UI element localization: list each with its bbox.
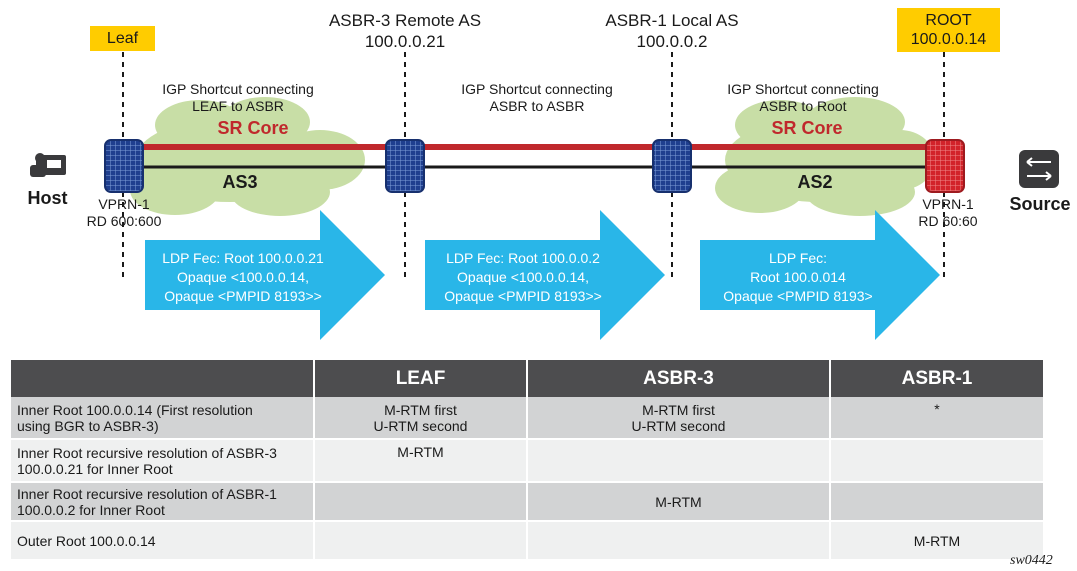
igp-label-1-line1: IGP Shortcut connecting bbox=[162, 81, 314, 97]
table-row: Outer Root 100.0.0.14 M-RTM bbox=[11, 521, 1043, 561]
fec-text-2-line1: LDP Fec: Root 100.0.0.2 bbox=[446, 250, 600, 266]
fec-text-3: LDP Fec: Root 100.0.014 Opaque <PMPID 81… bbox=[703, 249, 893, 306]
diagram-canvas bbox=[30, 52, 1059, 340]
host-icon bbox=[30, 153, 66, 177]
cloud-as3 bbox=[130, 97, 365, 216]
cell-asbr3: M-RTM first U-RTM second bbox=[527, 397, 831, 440]
table-header-row: LEAF ASBR-3 ASBR-1 bbox=[11, 360, 1043, 397]
source-label: Source bbox=[1009, 194, 1071, 214]
cell-asbr1: M-RTM bbox=[830, 521, 1043, 561]
asbr1-label-line1: ASBR-1 Local AS bbox=[605, 11, 739, 30]
cell-leaf-line2: U-RTM second bbox=[373, 417, 468, 434]
figure-id: sw0442 bbox=[1010, 553, 1053, 568]
row-label: Inner Root recursive resolution of ASBR-… bbox=[11, 439, 315, 483]
igp-label-2: IGP Shortcut connecting ASBR to ASBR bbox=[452, 81, 622, 115]
sr-core-label-left: SR Core bbox=[217, 118, 289, 138]
row-label-line2: 100.0.0.2 for Inner Root bbox=[17, 501, 165, 518]
cell-asbr3-line2: U-RTM second bbox=[631, 417, 726, 434]
asbr3-label: ASBR-3 Remote AS 100.0.0.21 bbox=[300, 10, 510, 52]
router-leaf bbox=[104, 139, 144, 193]
vprn-right-line1: VPRN-1 bbox=[922, 196, 974, 212]
row-label: Inner Root recursive resolution of ASBR-… bbox=[11, 482, 315, 522]
asbr3-label-line2: 100.0.0.21 bbox=[364, 32, 446, 51]
root-tag: ROOT 100.0.0.14 bbox=[897, 8, 1000, 52]
asbr3-label-line1: ASBR-3 Remote AS bbox=[328, 11, 482, 30]
fec-text-2-line2: Opaque <100.0.0.14, bbox=[457, 269, 589, 285]
fec-text-1-line1: LDP Fec: Root 100.0.0.21 bbox=[162, 250, 324, 266]
table-row: Inner Root recursive resolution of ASBR-… bbox=[11, 482, 1043, 522]
root-tag-line1: ROOT bbox=[925, 12, 972, 29]
igp-label-2-line1: IGP Shortcut connecting bbox=[461, 81, 613, 97]
cell-asbr3-line1: M-RTM first bbox=[642, 401, 715, 418]
fec-text-1-line2: Opaque <100.0.0.14, bbox=[177, 269, 309, 285]
igp-label-3-line1: IGP Shortcut connecting bbox=[727, 81, 879, 97]
vprn-left-line1: VPRN-1 bbox=[98, 196, 150, 212]
cell-asbr3 bbox=[527, 439, 831, 483]
cell-leaf bbox=[314, 482, 528, 522]
cell-asbr3 bbox=[527, 521, 831, 561]
cell-leaf-line1: M-RTM first bbox=[384, 401, 457, 418]
igp-label-1: IGP Shortcut connecting LEAF to ASBR bbox=[153, 81, 323, 115]
fec-text-2-line3: Opaque <PMPID 8193>> bbox=[444, 288, 602, 304]
router-root bbox=[925, 139, 965, 193]
router-asbr1 bbox=[652, 139, 692, 193]
fec-text-3-line1: LDP Fec: bbox=[768, 250, 828, 266]
resolution-table: LEAF ASBR-3 ASBR-1 Inner Root 100.0.0.14… bbox=[11, 360, 1043, 561]
cell-asbr3: M-RTM bbox=[527, 482, 831, 522]
fec-arrow-2 bbox=[425, 210, 665, 340]
table-header-asbr3: ASBR-3 bbox=[527, 360, 831, 397]
row-label-line2: 100.0.0.21 for Inner Root bbox=[17, 460, 173, 477]
igp-label-3: IGP Shortcut connecting ASBR to Root bbox=[718, 81, 888, 115]
vprn-left-label: VPRN-1 RD 600:600 bbox=[74, 196, 174, 230]
vprn-right-label: VPRN-1 RD 60:60 bbox=[903, 196, 993, 230]
igp-label-2-line2: ASBR to ASBR bbox=[489, 98, 585, 114]
cell-asbr1 bbox=[830, 439, 1043, 483]
table-row: Inner Root 100.0.0.14 (First resolution … bbox=[11, 397, 1043, 440]
fec-text-2: LDP Fec: Root 100.0.0.2 Opaque <100.0.0.… bbox=[428, 249, 618, 306]
cell-leaf: M-RTM bbox=[314, 439, 528, 483]
row-label: Outer Root 100.0.0.14 bbox=[11, 521, 315, 561]
fec-text-3-line2: Root 100.0.014 bbox=[750, 269, 846, 285]
row-label-line2: using BGR to ASBR-3) bbox=[17, 417, 159, 434]
vprn-right-line2: RD 60:60 bbox=[918, 213, 978, 229]
root-tag-line2: 100.0.0.14 bbox=[910, 31, 987, 48]
sr-core-label-right: SR Core bbox=[771, 118, 843, 138]
as3-label: AS3 bbox=[222, 172, 258, 192]
host-label: Host bbox=[27, 188, 68, 208]
table-header-empty bbox=[11, 360, 315, 397]
table-row: Inner Root recursive resolution of ASBR-… bbox=[11, 439, 1043, 483]
table-header-leaf: LEAF bbox=[314, 360, 528, 397]
fec-text-3-line3: Opaque <PMPID 8193> bbox=[723, 288, 873, 304]
cell-asbr1 bbox=[830, 482, 1043, 522]
cell-leaf: M-RTM first U-RTM second bbox=[314, 397, 528, 440]
router-asbr3 bbox=[385, 139, 425, 193]
row-label-line1: Inner Root recursive resolution of ASBR-… bbox=[17, 444, 277, 461]
as2-label: AS2 bbox=[797, 172, 833, 192]
fec-text-1-line3: Opaque <PMPID 8193>> bbox=[164, 288, 322, 304]
cell-asbr1: * bbox=[830, 397, 1043, 440]
vprn-left-line2: RD 600:600 bbox=[86, 213, 162, 229]
igp-label-1-line2: LEAF to ASBR bbox=[192, 98, 284, 114]
switch-icon bbox=[1019, 150, 1059, 188]
asbr1-label: ASBR-1 Local AS 100.0.0.2 bbox=[567, 10, 777, 52]
table-header-asbr1: ASBR-1 bbox=[830, 360, 1043, 397]
fec-arrow-1 bbox=[145, 210, 385, 340]
row-label-line1: Inner Root 100.0.0.14 (First resolution bbox=[17, 401, 253, 418]
row-label: Inner Root 100.0.0.14 (First resolution … bbox=[11, 397, 315, 440]
igp-label-3-line2: ASBR to Root bbox=[759, 98, 847, 114]
row-label-line1: Inner Root recursive resolution of ASBR-… bbox=[17, 485, 277, 502]
cell-leaf bbox=[314, 521, 528, 561]
leaf-tag: Leaf bbox=[90, 26, 155, 51]
fec-arrow-3 bbox=[700, 210, 940, 340]
fec-text-1: LDP Fec: Root 100.0.0.21 Opaque <100.0.0… bbox=[148, 249, 338, 306]
asbr1-label-line2: 100.0.0.2 bbox=[636, 32, 708, 51]
